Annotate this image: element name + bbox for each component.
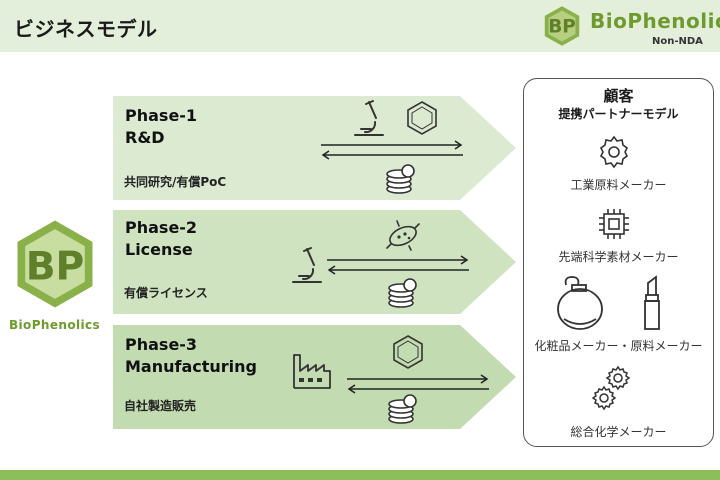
footer-bar (0, 470, 720, 480)
biophenolics-logo-large-icon: BP (17, 220, 93, 308)
phase-2-title: Phase-2 (125, 218, 198, 237)
brand-name-left: BioPhenolics (9, 318, 101, 332)
phase-1-description: 共同研究/有償PoC (124, 175, 227, 189)
phase-1-arrow-shape (113, 96, 516, 200)
phase-2-subtitle: License (125, 240, 193, 259)
benzene-ring-icon (393, 335, 423, 369)
customer-label-industrial: 工業原料メーカー (570, 178, 667, 192)
lipstick-icon (644, 275, 660, 330)
microscope-icon (354, 100, 384, 136)
svg-text:BP: BP (548, 17, 576, 38)
phase-1-arrow: Phase-1 R&D 共同研究/有償PoC (113, 96, 516, 200)
phase-3-arrow: Phase-3 Manufacturing 自社製造販売 (113, 325, 516, 429)
customers-title: 顧客 (603, 87, 634, 105)
customers-subtitle: 提携パートナーモデル (558, 107, 679, 121)
exchange-arrows-icon (347, 374, 489, 394)
exchange-arrows-icon (327, 255, 469, 275)
customer-label-advanced-materials: 先端科学素材メーカー (558, 250, 679, 264)
factory-icon (293, 354, 331, 389)
perfume-bottle-icon (557, 276, 603, 330)
biophenolics-logo-icon: BP (544, 6, 580, 46)
page-title: ビジネスモデル (14, 17, 158, 41)
coins-icon (388, 278, 417, 308)
phase-3-title: Phase-3 (125, 335, 198, 354)
benzene-ring-icon (407, 101, 437, 135)
brand-name: BioPhenolics (590, 9, 720, 33)
chip-icon (599, 209, 629, 239)
coins-icon (388, 394, 417, 424)
phase-3-subtitle: Manufacturing (125, 357, 257, 376)
phase-2-description: 有償ライセンス (124, 286, 208, 300)
gear-icon (599, 135, 629, 169)
header-bar: ビジネスモデル BP BioPhenolics Non-NDA (0, 0, 720, 52)
gears-icon (591, 365, 631, 411)
phase-2-arrow: Phase-2 License 有償ライセンス (113, 210, 516, 314)
customers-panel: 顧客 提携パートナーモデル 工業原料メーカー 先端科学素材メーカー (523, 78, 714, 447)
bacteria-icon (386, 220, 420, 251)
microscope-icon (292, 247, 322, 283)
exchange-arrows-icon (321, 140, 463, 160)
phase-1-subtitle: R&D (125, 128, 165, 147)
phase-1-title: Phase-1 (125, 106, 198, 125)
customer-label-chemical: 総合化学メーカー (570, 425, 667, 439)
phase-3-description: 自社製造販売 (124, 399, 197, 413)
nda-label: Non-NDA (652, 36, 703, 47)
customer-label-cosmetics: 化粧品メーカー・原料メーカー (534, 339, 703, 353)
svg-text:BP: BP (26, 244, 85, 289)
coins-icon (386, 164, 415, 194)
